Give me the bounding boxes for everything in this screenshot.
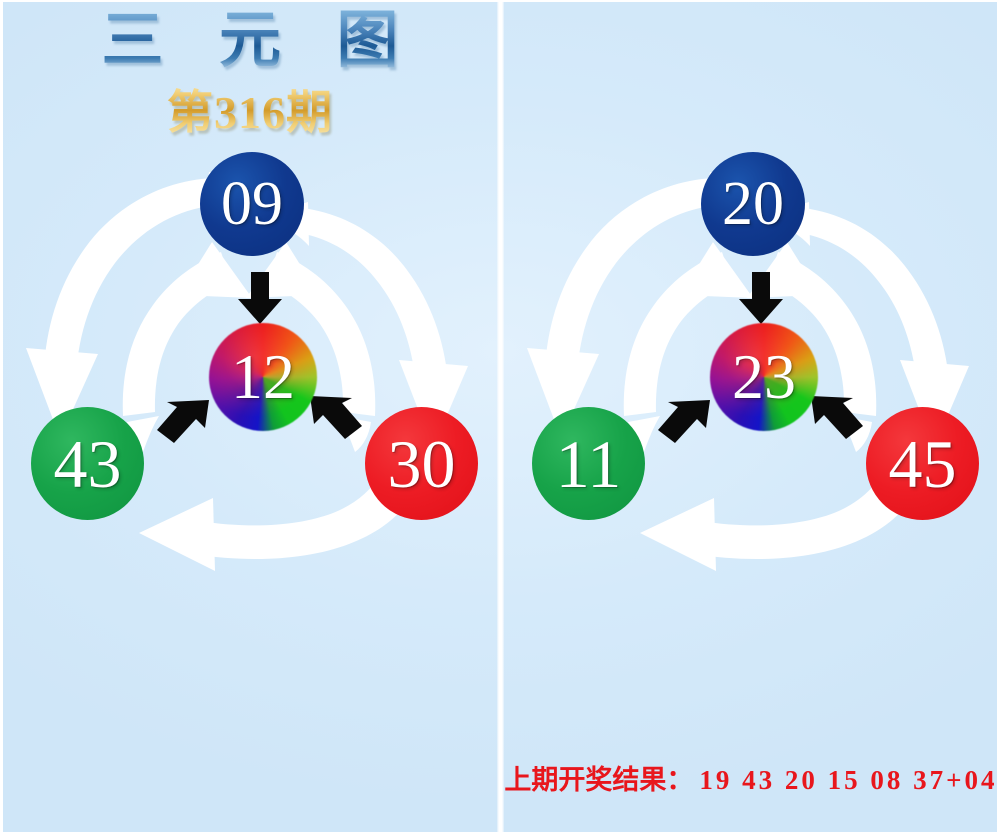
ball-center[interactable]: 23 <box>710 323 818 431</box>
ball-right-number: 45 <box>888 425 957 502</box>
page-title: 三 元 图 <box>3 10 497 72</box>
arrow-inward-left-icon <box>658 400 710 443</box>
ball-right-number: 30 <box>387 425 456 502</box>
ball-right[interactable]: 45 <box>866 407 979 520</box>
ball-center-number: 12 <box>231 341 295 412</box>
arrow-inward-right-icon <box>310 396 362 439</box>
arrow-down-icon <box>238 272 282 324</box>
title-block: 三 元 图 第316期 <box>3 10 497 142</box>
ball-left-number: 11 <box>555 425 622 502</box>
arrow-inward-left-icon <box>157 400 209 443</box>
panel-left: 三 元 图 第316期 <box>3 2 497 832</box>
ball-left[interactable]: 11 <box>532 407 645 520</box>
ball-top-number: 20 <box>722 170 784 238</box>
previous-result-line: 上期开奖结果：19 43 20 15 08 37+04 <box>504 758 998 797</box>
ball-top[interactable]: 20 <box>701 152 805 256</box>
previous-result-label: 上期开奖结果： <box>504 765 694 795</box>
ball-left-number: 43 <box>53 425 122 502</box>
arrow-inward-right-icon <box>811 396 863 439</box>
panel-divider <box>497 2 504 832</box>
ball-center[interactable]: 12 <box>209 323 317 431</box>
panel-right: 20 11 45 23 <box>504 2 997 832</box>
ball-top-number: 09 <box>221 170 283 238</box>
ball-right[interactable]: 30 <box>365 407 478 520</box>
ball-left[interactable]: 43 <box>31 407 144 520</box>
ball-top[interactable]: 09 <box>200 152 304 256</box>
arrow-down-icon <box>739 272 783 324</box>
issue-label: 第316期 <box>3 76 497 142</box>
ball-center-number: 23 <box>732 341 796 412</box>
previous-result-numbers: 19 43 20 15 08 37+04 <box>699 765 998 795</box>
